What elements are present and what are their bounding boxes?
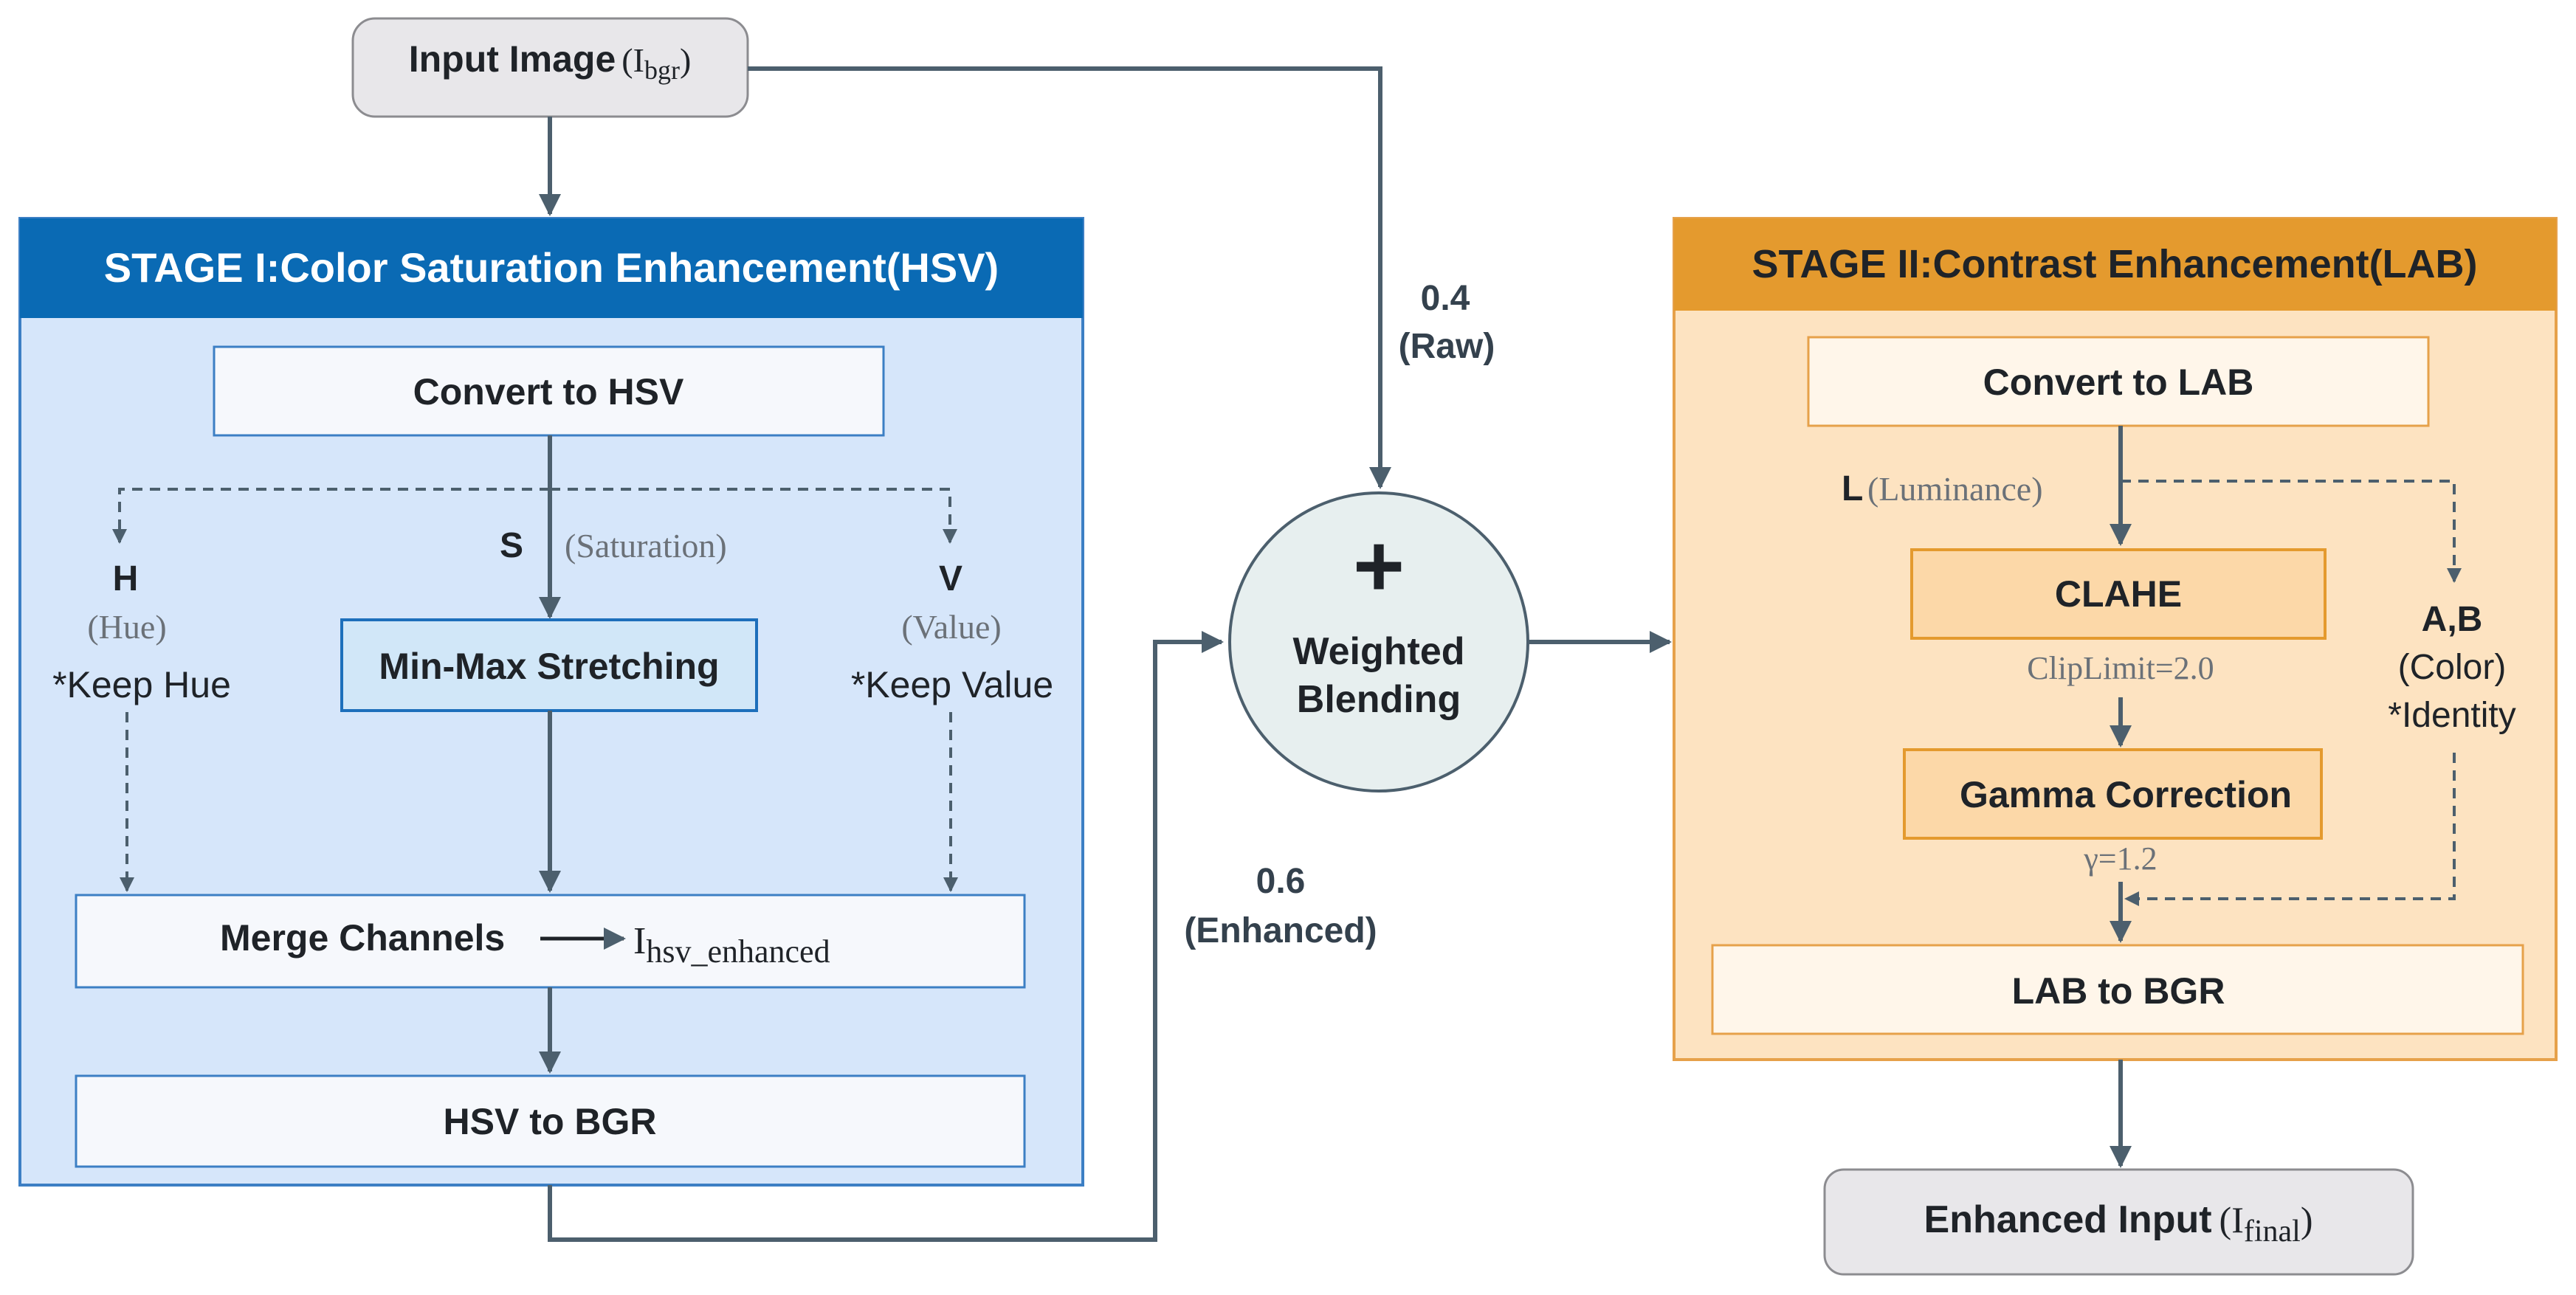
value-branch-arrow bbox=[550, 488, 957, 544]
merge-channels-node: Merge Channels Ihsv_enhanced bbox=[75, 894, 1026, 989]
weighted-blending-node: + Weighted Blending bbox=[1228, 491, 1529, 792]
input-label: Input Image bbox=[409, 38, 616, 80]
gamma-correction-node: Gamma Correction bbox=[1903, 748, 2323, 840]
raw-path-arrow bbox=[748, 66, 1391, 489]
value-name: (Value) bbox=[901, 608, 1001, 646]
saturation-letter: S bbox=[500, 526, 523, 565]
lab-to-bgr-node: LAB to BGR bbox=[1711, 944, 2524, 1035]
ab-note: *Identity bbox=[2388, 696, 2515, 735]
convert-hsv-label: Convert to HSV bbox=[413, 371, 684, 412]
raw-weight-label: (Raw) bbox=[1399, 327, 1495, 366]
merge-subscript: hsv_enhanced bbox=[646, 933, 830, 970]
raw-weight: 0.4 bbox=[1421, 279, 1470, 318]
ab-merge-arrow bbox=[2124, 753, 2456, 906]
ab-letters: A,B bbox=[2422, 600, 2483, 639]
input-subscript: bgr bbox=[644, 55, 680, 85]
gamma-label: Gamma Correction bbox=[1960, 774, 2292, 815]
convert-hsv-node: Convert to HSV bbox=[213, 345, 885, 437]
keep-hue-note: *Keep Hue bbox=[52, 664, 231, 705]
enhanced-weight: 0.6 bbox=[1256, 862, 1306, 901]
min-max-stretching-node: Min-Max Stretching bbox=[340, 618, 758, 712]
convert-lab-node: Convert to LAB bbox=[1807, 336, 2430, 427]
hue-letter: H bbox=[113, 559, 139, 598]
value-letter: V bbox=[939, 559, 962, 598]
svg-text:Ihsv_enhanced: Ihsv_enhanced bbox=[633, 920, 830, 970]
output-label: Enhanced Input bbox=[1924, 1198, 2212, 1241]
enhanced-weight-label: (Enhanced) bbox=[1184, 911, 1377, 950]
clahe-node: CLAHE bbox=[1910, 548, 2327, 640]
input-image-node: Input Image(Ibgr) bbox=[351, 17, 749, 118]
stage2-title: STAGE II:Contrast Enhancement(LAB) bbox=[1752, 242, 2477, 286]
plus-icon: + bbox=[1353, 517, 1405, 615]
ab-name: (Color) bbox=[2398, 648, 2507, 687]
enhanced-input-node: Enhanced Input(Ifinal) bbox=[1823, 1168, 2414, 1276]
clip-limit: ClipLimit=2.0 bbox=[2027, 650, 2214, 686]
svg-text:Enhanced Input(Ifinal): Enhanced Input(Ifinal) bbox=[1924, 1198, 2313, 1249]
hue-branch-arrow bbox=[112, 488, 550, 544]
enhanced-path-arrow bbox=[548, 631, 1224, 1242]
keep-value-note: *Keep Value bbox=[851, 664, 1053, 705]
saturation-name: (Saturation) bbox=[565, 527, 727, 564]
input-symbol: I bbox=[633, 41, 644, 79]
convert-lab-label: Convert to LAB bbox=[1983, 362, 2254, 403]
stage1-title: STAGE I:Color Saturation Enhancement(HSV… bbox=[104, 244, 999, 291]
gamma-value: γ=1.2 bbox=[2083, 840, 2157, 877]
ab-branch-arrow bbox=[2121, 480, 2462, 583]
blending-line2: Blending bbox=[1297, 678, 1461, 721]
luminance-letter: L bbox=[1842, 469, 1863, 508]
output-symbol: I bbox=[2231, 1199, 2244, 1240]
hsv-to-bgr-label: HSV to BGR bbox=[444, 1101, 657, 1142]
merge-label: Merge Channels bbox=[220, 917, 505, 959]
hue-name: (Hue) bbox=[87, 608, 166, 646]
hsv-to-bgr-node: HSV to BGR bbox=[75, 1074, 1026, 1168]
lab-to-bgr-label: LAB to BGR bbox=[2012, 970, 2225, 1012]
blending-line1: Weighted bbox=[1292, 630, 1464, 673]
luminance-name: (Luminance) bbox=[1867, 470, 2043, 508]
min-max-label: Min-Max Stretching bbox=[379, 646, 719, 687]
clahe-label: CLAHE bbox=[2055, 573, 2182, 615]
output-subscript: final bbox=[2244, 1215, 2301, 1249]
svg-text:Input Image(Ibgr): Input Image(Ibgr) bbox=[409, 38, 692, 85]
merge-symbol: I bbox=[633, 920, 646, 962]
